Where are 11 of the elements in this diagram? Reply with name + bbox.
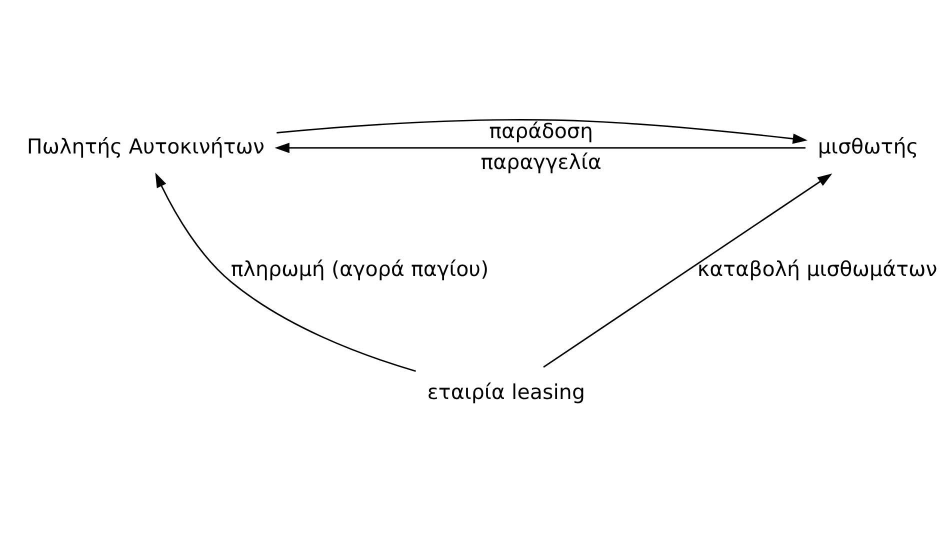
node-text: Πωλητής Αυτοκινήτων bbox=[26, 134, 265, 158]
edge-label: καταβολή μισθωμάτων bbox=[697, 257, 938, 282]
arrow bbox=[274, 142, 806, 154]
edge-label: παραγγελία bbox=[480, 150, 602, 174]
arrow bbox=[155, 172, 416, 372]
node-text: εταιρία leasing bbox=[427, 380, 586, 404]
arrow bbox=[276, 119, 808, 144]
edge-label: παράδοση bbox=[489, 118, 594, 143]
arrow bbox=[543, 173, 832, 368]
node-text: μισθωτής bbox=[818, 134, 918, 158]
edge-label: πληρωμή (αγορά παγίου) bbox=[230, 257, 489, 282]
